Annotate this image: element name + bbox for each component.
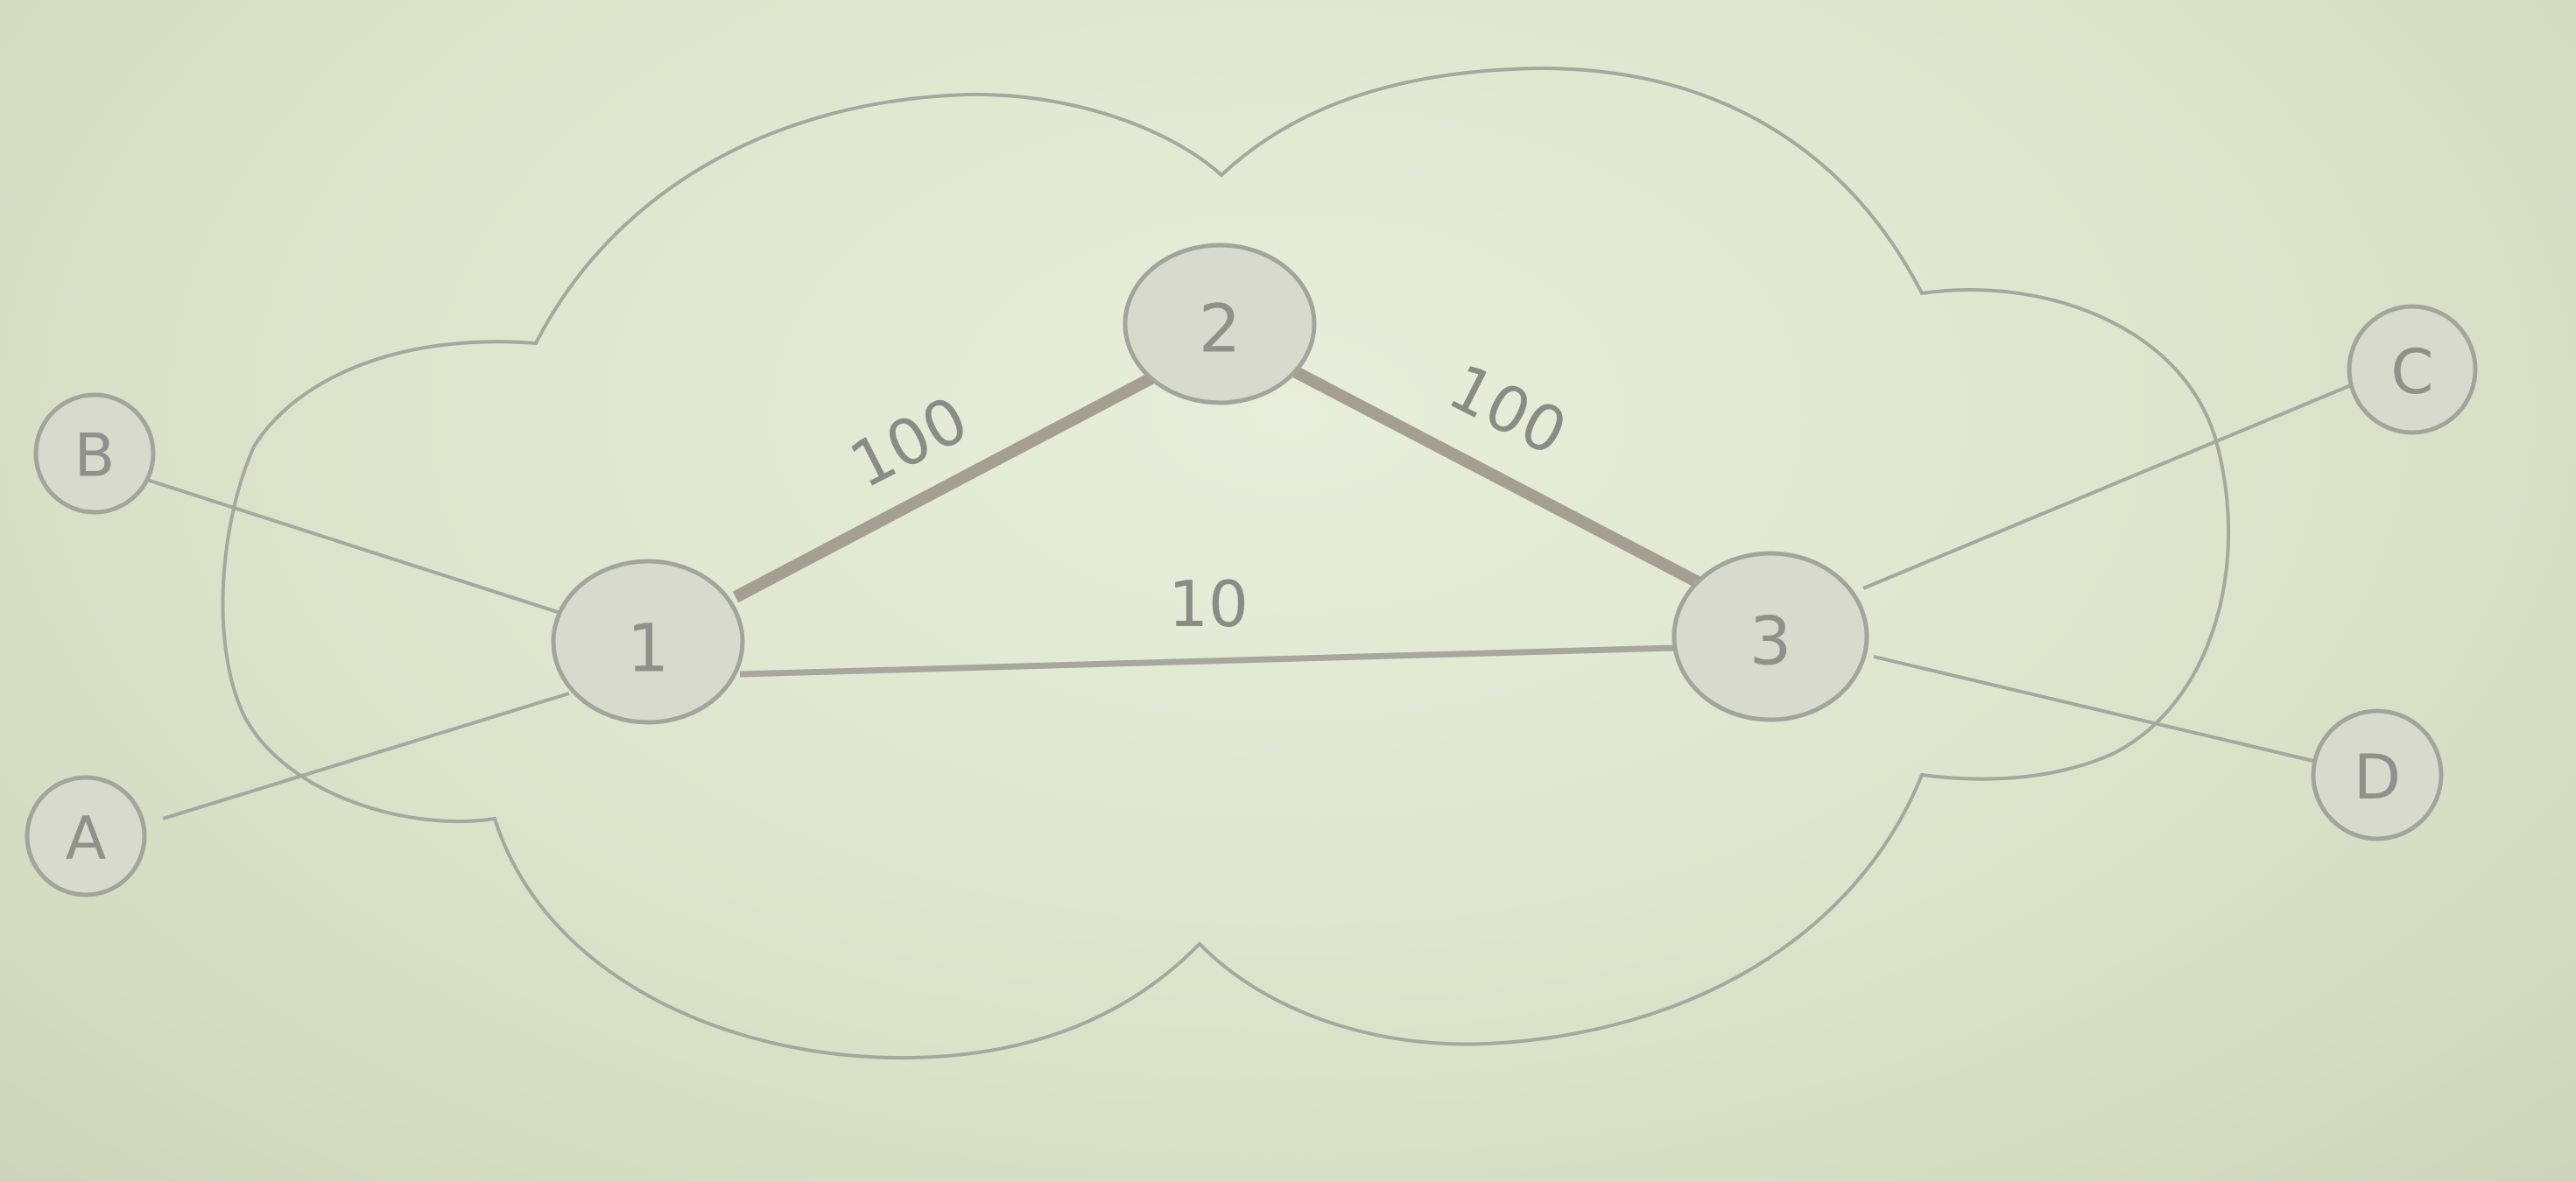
node-d: D xyxy=(2311,708,2444,841)
node-1-label: 1 xyxy=(627,609,669,687)
node-b-label: B xyxy=(74,422,116,491)
link-1-3 xyxy=(739,644,1675,678)
node-a: A xyxy=(25,775,147,897)
network-cloud xyxy=(221,66,2231,1060)
node-2: 2 xyxy=(1123,243,1317,405)
weight-label-1-3: 10 xyxy=(1168,567,1249,641)
link-3-c xyxy=(1862,383,2352,590)
link-b-1 xyxy=(146,478,561,615)
node-c-label: C xyxy=(2391,336,2434,408)
link-1-2 xyxy=(732,372,1155,603)
node-3-label: 3 xyxy=(1749,602,1791,680)
node-a-label: A xyxy=(66,805,107,874)
node-2-label: 2 xyxy=(1199,290,1241,368)
node-3: 3 xyxy=(1672,551,1869,722)
node-d-label: D xyxy=(2354,742,2401,813)
link-3-d xyxy=(1873,655,2318,763)
link-2-3 xyxy=(1292,366,1707,591)
node-b: B xyxy=(33,392,156,515)
node-1: 1 xyxy=(551,559,745,725)
link-a-1 xyxy=(162,692,570,820)
node-c: C xyxy=(2347,304,2478,435)
